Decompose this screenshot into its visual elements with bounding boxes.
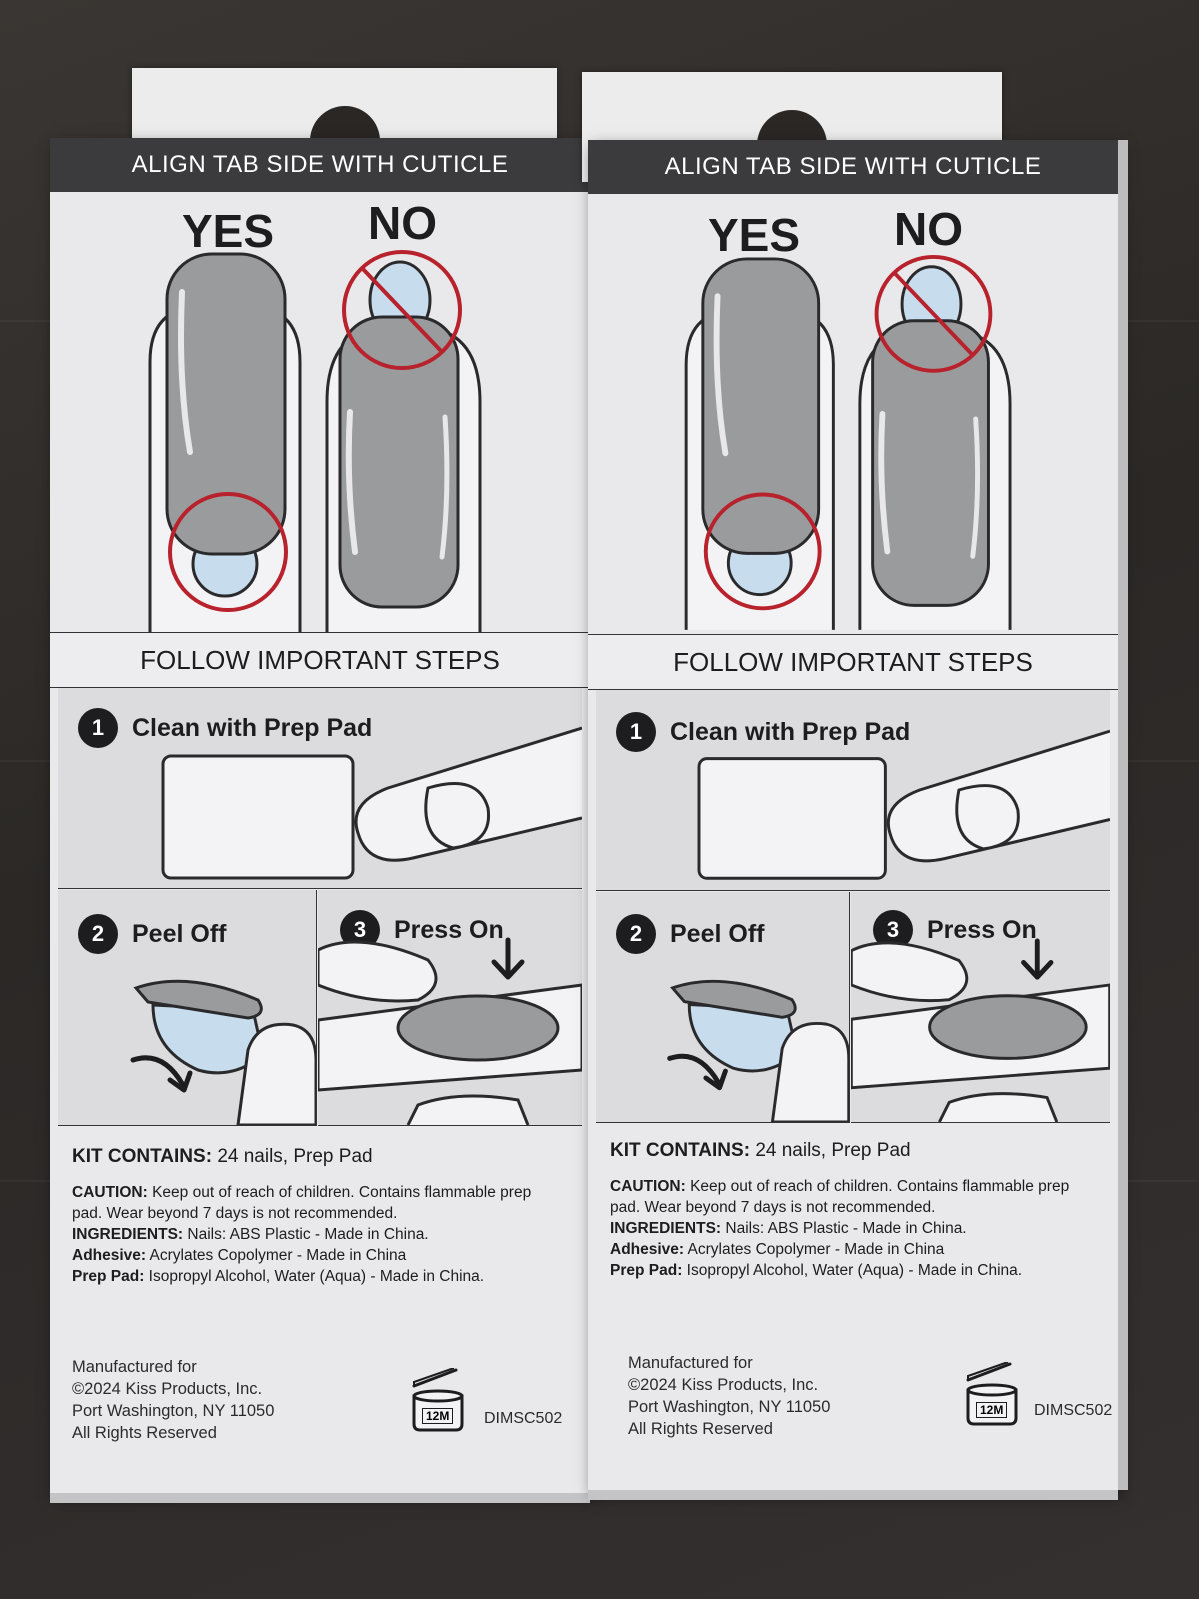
pao-jar-icon: 12M <box>408 1368 468 1432</box>
adhesive-value: Acrylates Copolymer - Made in China <box>149 1247 407 1264</box>
step-2-label: Peel Off <box>132 919 227 948</box>
yes-no-illustration <box>684 255 1012 630</box>
press-on-illustration <box>318 937 582 1125</box>
pao-label: 12M <box>976 1402 1008 1418</box>
ingredients-label: INGREDIENTS: <box>610 1220 722 1237</box>
caution-line2: pad. Wear beyond 7 days is not recommend… <box>72 1205 398 1222</box>
yes-finger-icon <box>684 257 835 630</box>
no-finger-icon <box>858 255 1012 630</box>
yes-label: YES <box>708 209 801 261</box>
yes-finger-icon <box>148 252 302 632</box>
step-1-number: 1 <box>78 708 118 748</box>
mfg-line4: All Rights Reserved <box>628 1420 773 1438</box>
mfg-line2: ©2024 Kiss Products, Inc. <box>72 1380 263 1398</box>
yes-label: YES <box>182 205 275 257</box>
step-2-label: Peel Off <box>670 919 765 948</box>
prep-value: Isopropyl Alcohol, Water (Aqua) - Made i… <box>148 1268 485 1285</box>
prep-value: Isopropyl Alcohol, Water (Aqua) - Made i… <box>686 1262 1023 1279</box>
ingredients-value: Nails: ABS Plastic - Made in China. <box>725 1220 967 1237</box>
no-label: NO <box>894 203 963 255</box>
info-block: KIT CONTAINS: 24 nails, Prep Pad CAUTION… <box>610 1140 1069 1281</box>
steps-heading: FOLLOW IMPORTANT STEPS <box>588 634 1118 690</box>
ingredients-value: Nails: ABS Plastic - Made in China. <box>187 1226 429 1243</box>
step-3-label: Press On <box>927 915 1037 944</box>
mfg-line1: Manufactured for <box>628 1354 753 1372</box>
yes-no-section: YES NO <box>588 194 1118 634</box>
info-block: KIT CONTAINS: 24 nails, Prep Pad CAUTION… <box>72 1146 531 1287</box>
manufacturer-block: Manufactured for ©2024 Kiss Products, In… <box>72 1356 274 1444</box>
manufacturer-block: Manufactured for ©2024 Kiss Products, In… <box>628 1352 830 1440</box>
caution-line2: pad. Wear beyond 7 days is not recommend… <box>610 1199 936 1216</box>
caution-label: CAUTION: <box>610 1178 686 1195</box>
step-2-number: 2 <box>616 914 656 954</box>
kit-label: KIT CONTAINS: <box>72 1146 213 1167</box>
steps-heading: FOLLOW IMPORTANT STEPS <box>50 632 590 688</box>
step-3-label: Press On <box>394 915 504 944</box>
prep-pad-illustration <box>161 726 582 880</box>
step-2-panel: 2 Peel Off <box>596 892 850 1123</box>
no-label: NO <box>368 197 437 249</box>
step-3-panel: 3 Press On <box>851 892 1110 1123</box>
kit-label: KIT CONTAINS: <box>610 1140 751 1161</box>
caution-label: CAUTION: <box>72 1184 148 1201</box>
adhesive-value: Acrylates Copolymer - Made in China <box>687 1241 945 1258</box>
arrow-curve-icon <box>667 1053 722 1086</box>
step-3-panel: 3 Press On <box>318 890 582 1126</box>
step-1-panel: 1 Clean with Prep Pad <box>58 688 582 889</box>
step-1-label: Clean with Prep Pad <box>670 717 911 746</box>
kit-value: 24 nails, Prep Pad <box>755 1140 911 1161</box>
pao-label: 12M <box>422 1408 454 1424</box>
product-code: DIMSC502 <box>1034 1402 1113 1419</box>
peel-off-illustration <box>667 979 849 1122</box>
yes-no-illustration <box>148 250 482 632</box>
package-right: ALIGN TAB SIDE WITH CUTICLE YES NO F <box>588 140 1128 1500</box>
adhesive-label: Adhesive: <box>610 1241 685 1258</box>
arrow-down-icon <box>491 937 525 980</box>
arrow-curve-icon <box>130 1055 186 1088</box>
align-header: ALIGN TAB SIDE WITH CUTICLE <box>50 138 590 192</box>
press-on-illustration <box>851 938 1110 1122</box>
step-1-number: 1 <box>616 712 656 752</box>
prep-label: Prep Pad: <box>610 1262 683 1279</box>
caution-line1: Keep out of reach of children. Contains … <box>152 1184 532 1201</box>
prep-pad-illustration <box>697 729 1110 880</box>
caution-line1: Keep out of reach of children. Contains … <box>690 1178 1070 1195</box>
yes-no-section: YES NO <box>50 192 590 632</box>
product-code: DIMSC502 <box>484 1410 563 1427</box>
step-1-panel: 1 Clean with Prep Pad <box>596 690 1110 891</box>
no-finger-icon <box>325 250 482 632</box>
package-left: ALIGN TAB SIDE WITH CUTICLE YES NO <box>50 138 600 1503</box>
mfg-line4: All Rights Reserved <box>72 1424 217 1442</box>
prep-label: Prep Pad: <box>72 1268 145 1285</box>
kit-value: 24 nails, Prep Pad <box>217 1146 373 1167</box>
peel-off-illustration <box>130 979 316 1125</box>
step-2-number: 2 <box>78 914 118 954</box>
step-1-label: Clean with Prep Pad <box>132 713 373 742</box>
pao-jar-icon: 12M <box>962 1362 1022 1426</box>
mfg-line3: Port Washington, NY 11050 <box>72 1402 275 1420</box>
mfg-line2: ©2024 Kiss Products, Inc. <box>628 1376 819 1394</box>
arrow-down-icon <box>1021 938 1054 980</box>
mfg-line1: Manufactured for <box>72 1358 197 1376</box>
mfg-line3: Port Washington, NY 11050 <box>628 1398 831 1416</box>
ingredients-label: INGREDIENTS: <box>72 1226 184 1243</box>
align-header: ALIGN TAB SIDE WITH CUTICLE <box>588 140 1118 194</box>
adhesive-label: Adhesive: <box>72 1247 147 1264</box>
step-2-panel: 2 Peel Off <box>58 890 317 1126</box>
